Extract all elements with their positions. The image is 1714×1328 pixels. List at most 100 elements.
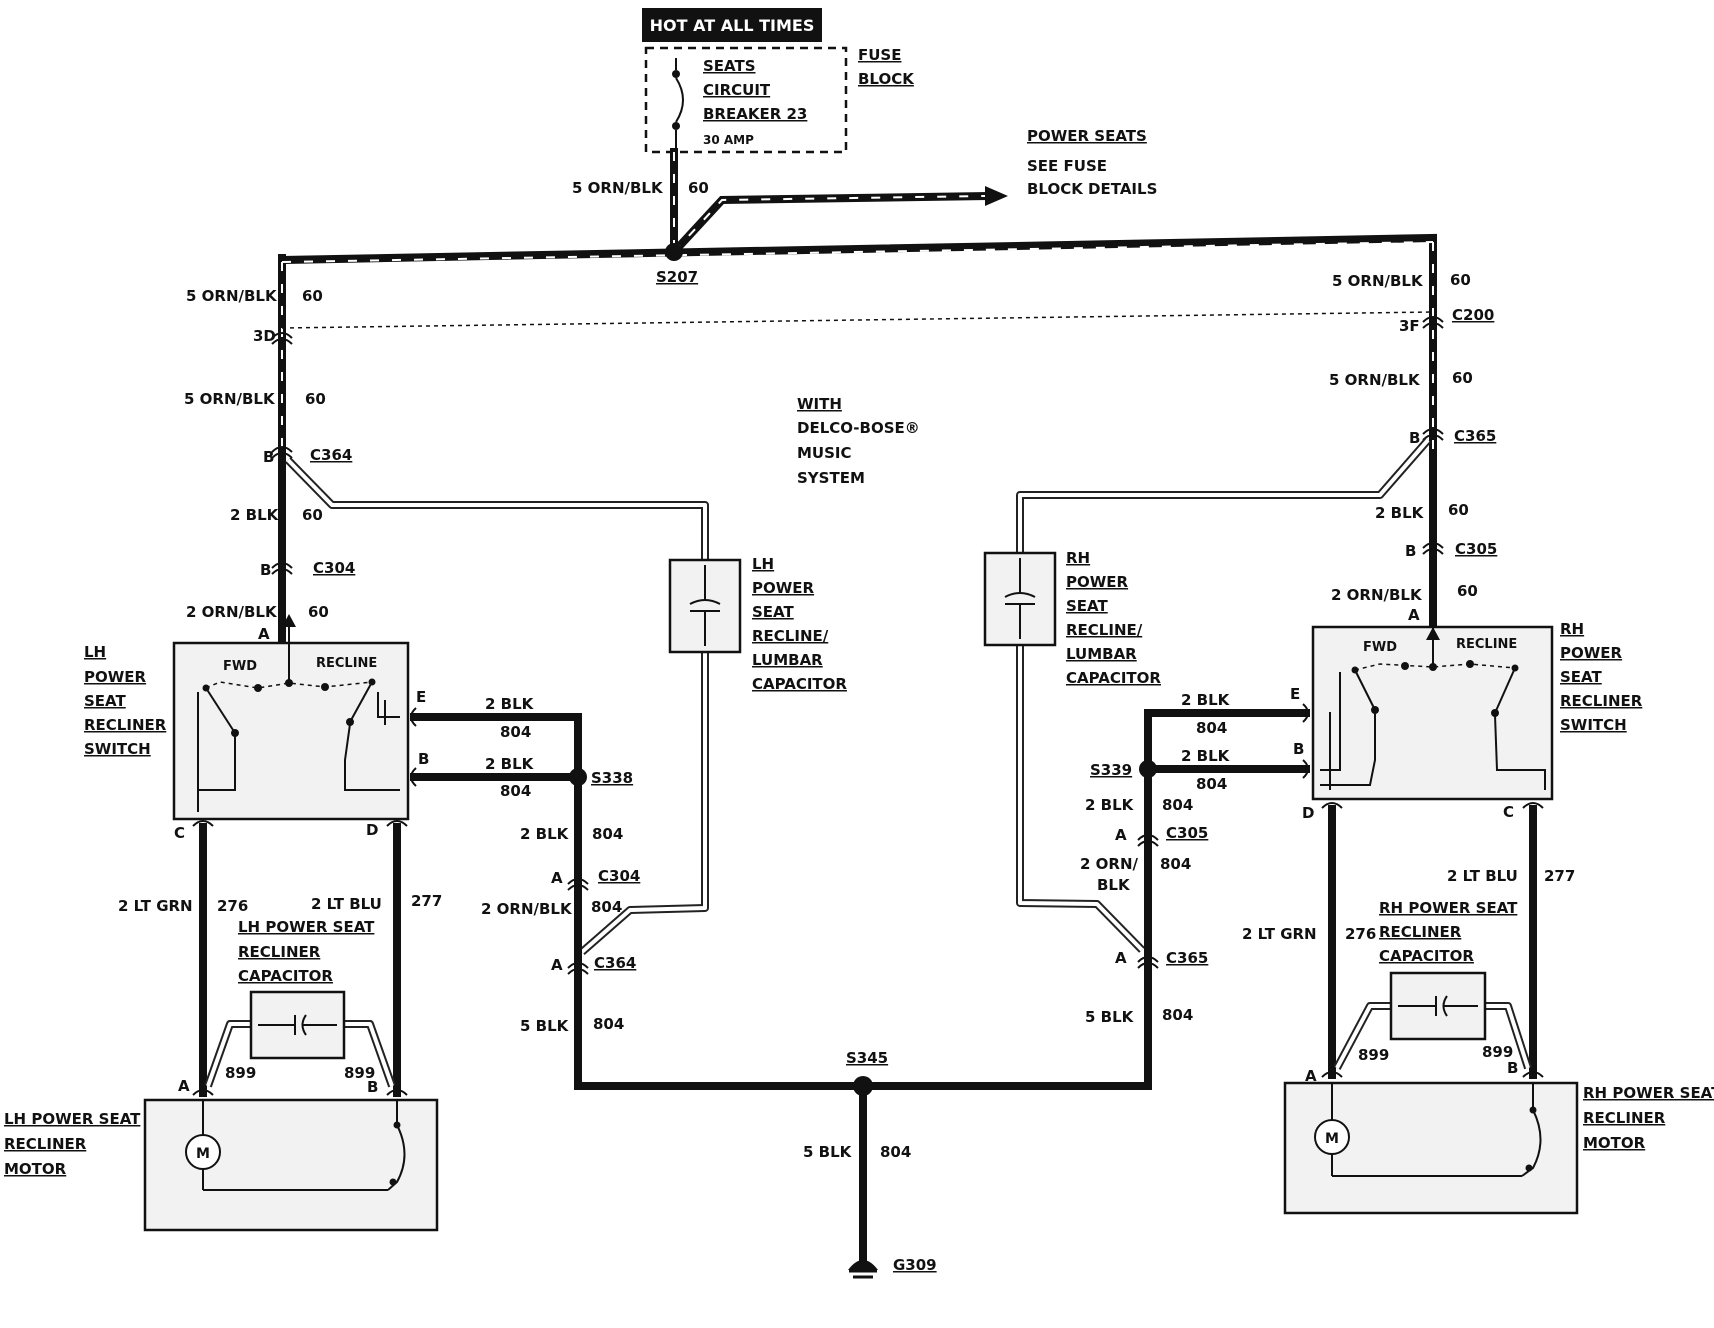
c305-rh-label: C305 bbox=[1455, 540, 1497, 558]
g309-label: G309 bbox=[893, 1256, 937, 1274]
hot-at-all-times-banner: HOT AT ALL TIMES bbox=[642, 8, 822, 42]
ground-trunk-circuit: 804 bbox=[880, 1143, 911, 1161]
c200-connector-line bbox=[281, 311, 1434, 329]
c305-lower-pin-a: A bbox=[1115, 826, 1127, 844]
s345-label: S345 bbox=[846, 1049, 888, 1067]
lh-motor-label-3: MOTOR bbox=[4, 1160, 67, 1178]
c304-lh-label: C304 bbox=[313, 559, 355, 577]
rh-switch-pin-e: E bbox=[1290, 685, 1300, 703]
c365-rh-pin-b: B bbox=[1409, 429, 1420, 447]
rh-recliner-capacitor-leads bbox=[1333, 1002, 1532, 1070]
rh-power-seat-recliner-motor bbox=[1283, 1071, 1579, 1215]
c305-rh-connector bbox=[1422, 542, 1444, 555]
lh-recliner-cap-label-2: RECLINER bbox=[238, 943, 321, 961]
c364-lower-pin-a: A bbox=[551, 956, 563, 974]
rh-ground-upper-gauge: 2 BLK bbox=[1085, 796, 1135, 814]
s339-label: S339 bbox=[1090, 761, 1132, 779]
switch-connector-marks bbox=[192, 703, 1544, 827]
lh-motor-d-gauge: 2 LT BLU bbox=[311, 895, 382, 913]
circuit-breaker-symbol bbox=[672, 58, 684, 152]
lh-lumbar-cap-label-3: SEAT bbox=[752, 603, 794, 621]
splice-s338 bbox=[569, 768, 587, 786]
lh-switch-recline: RECLINE bbox=[316, 656, 377, 671]
rh-lumbar-cap-label-2: POWER bbox=[1066, 573, 1129, 591]
rh-mid-circuit: 60 bbox=[1452, 369, 1473, 387]
lh-power-seat-recliner-switch bbox=[172, 614, 410, 821]
lh-ground-mid-gauge: 2 ORN/BLK bbox=[481, 900, 573, 918]
ground-g309-symbol bbox=[848, 1260, 878, 1279]
lh-motor-pin-b: B bbox=[367, 1078, 378, 1096]
rh-switch-label-5: SWITCH bbox=[1560, 716, 1627, 734]
rh-recliner-capacitor bbox=[1389, 971, 1487, 1041]
lh-cap-circuit-b: 899 bbox=[344, 1064, 375, 1082]
breaker-label-1: SEATS bbox=[703, 57, 756, 75]
rh-lumbar-cap-label-4: RECLINE/ bbox=[1066, 621, 1143, 639]
rh-motor-symbol: M bbox=[1325, 1131, 1339, 1147]
feed-circuit: 60 bbox=[688, 179, 709, 197]
power-seats-arrow bbox=[985, 186, 1008, 206]
lh-switch-feed-gauge: 2 ORN/BLK bbox=[186, 603, 278, 621]
c365-lower-pin-a: A bbox=[1115, 949, 1127, 967]
c304-lower-pin-a: A bbox=[551, 869, 563, 887]
lh-ground-mid-circuit: 804 bbox=[591, 898, 622, 916]
lh-upper-circuit: 60 bbox=[302, 287, 323, 305]
rh-lumbar-cap-label-6: CAPACITOR bbox=[1066, 669, 1161, 687]
rh-switch-pin-d: D bbox=[1302, 804, 1314, 822]
lh-switch-label-5: SWITCH bbox=[84, 740, 151, 758]
rh-switch-label-4: RECLINER bbox=[1560, 692, 1643, 710]
rh-motor-d-gauge: 2 LT GRN bbox=[1242, 925, 1317, 943]
c200-label: C200 bbox=[1452, 306, 1494, 324]
lh-motor-label-1: LH POWER SEAT bbox=[4, 1110, 141, 1128]
rh-lumbar-capacitor bbox=[983, 551, 1057, 647]
lh-motor-symbol: M bbox=[196, 1146, 210, 1162]
power-seats-note-2: SEE FUSE bbox=[1027, 157, 1107, 175]
lh-mid-gauge: 5 ORN/BLK bbox=[184, 390, 276, 408]
rh-switch-feed-circuit: 60 bbox=[1457, 582, 1478, 600]
c304-lh-pin-b: B bbox=[260, 561, 271, 579]
breaker-rating: 30 AMP bbox=[703, 133, 754, 147]
c304-lower-connector bbox=[567, 878, 589, 891]
c305-lower-connector bbox=[1137, 834, 1159, 847]
fuse-block-label-1: FUSE bbox=[858, 46, 901, 64]
rh-upper-gauge: 5 ORN/BLK bbox=[1332, 272, 1424, 290]
lh-ground-lower-circuit: 804 bbox=[593, 1015, 624, 1033]
lh-lumbar-cap-label-4: RECLINE/ bbox=[752, 627, 829, 645]
c304-lower-label: C304 bbox=[598, 867, 640, 885]
lh-e-circuit: 804 bbox=[500, 723, 531, 741]
fuse-block-outline bbox=[644, 46, 848, 154]
rh-switch-label-1: RH bbox=[1560, 620, 1584, 638]
rh-ground-mid-circuit: 804 bbox=[1160, 855, 1191, 873]
lh-lumbar-capacitor-leads bbox=[285, 457, 709, 956]
rh-motor-label-2: RECLINER bbox=[1583, 1109, 1666, 1127]
rh-recliner-cap-label-1: RH POWER SEAT bbox=[1379, 899, 1518, 917]
ground-trunk-gauge: 5 BLK bbox=[803, 1143, 853, 1161]
lh-switch-pin-d: D bbox=[366, 821, 378, 839]
rh-motor-label-1: RH POWER SEAT bbox=[1583, 1084, 1714, 1102]
with-note-1: WITH bbox=[797, 395, 842, 413]
rh-switch-pin-b: B bbox=[1293, 740, 1304, 758]
rh-ground-lower-circuit: 804 bbox=[1162, 1006, 1193, 1024]
with-note-4: SYSTEM bbox=[797, 469, 865, 487]
c304-lh-connector bbox=[271, 562, 293, 575]
rh-switch-feed-gauge: 2 ORN/BLK bbox=[1331, 586, 1423, 604]
rh-motor-d-circuit: 276 bbox=[1345, 925, 1376, 943]
splice-s339 bbox=[1139, 760, 1157, 778]
rh-ground-upper-circuit: 804 bbox=[1162, 796, 1193, 814]
lh-switch-fwd: FWD bbox=[223, 659, 257, 674]
lh-motor-label-2: RECLINER bbox=[4, 1135, 87, 1153]
rh-upper-circuit: 60 bbox=[1450, 271, 1471, 289]
c305-rh-pin-b: B bbox=[1405, 542, 1416, 560]
motor-wires bbox=[199, 805, 1537, 1097]
lh-mid-circuit: 60 bbox=[305, 390, 326, 408]
with-note-2: DELCO-BOSE® bbox=[797, 419, 920, 437]
rh-mid-gauge: 5 ORN/BLK bbox=[1329, 371, 1421, 389]
rh-ground-mid-gauge-1: 2 ORN/ bbox=[1080, 855, 1139, 873]
rh-switch-fwd: FWD bbox=[1363, 640, 1397, 655]
lh-motor-c-gauge: 2 LT GRN bbox=[118, 897, 193, 915]
rh-lumbar-cap-label-3: SEAT bbox=[1066, 597, 1108, 615]
c365-rh-label: C365 bbox=[1454, 427, 1496, 445]
lh-power-seat-recliner-motor bbox=[143, 1089, 439, 1232]
lh-lumbar-cap-label-5: LUMBAR bbox=[752, 651, 823, 669]
rh-switch-recline: RECLINE bbox=[1456, 637, 1517, 652]
lh-blk-gauge: 2 BLK bbox=[230, 506, 280, 524]
